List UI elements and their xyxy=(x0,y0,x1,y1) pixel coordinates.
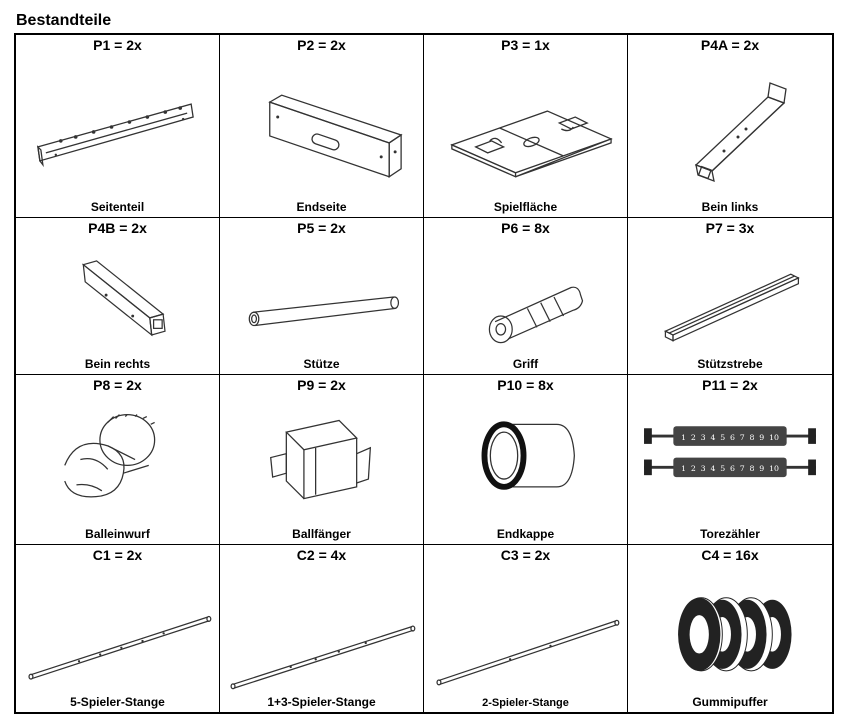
playfield-icon xyxy=(450,110,613,178)
part-cell-p4b: P4B = 2x Bein rechts xyxy=(16,218,220,375)
section-heading: Bestandteile xyxy=(16,12,112,29)
part-cell-p10: P10 = 8x Endkappe xyxy=(424,375,628,545)
svg-text:6: 6 xyxy=(730,433,735,442)
part-label: 2-Spieler-Stange xyxy=(482,697,569,709)
counter-row: 1 2 3 4 5 6 7 8 9 10 xyxy=(644,457,816,478)
counter-digits: 1 2 3 4 5 6 7 8 9 10 xyxy=(681,433,779,442)
part-label: 5-Spieler-Stange xyxy=(70,695,165,709)
part-code: P6 = 8x xyxy=(501,220,550,236)
part-cell-c1: C1 = 2x 5-Spieler-Stange xyxy=(16,545,220,712)
part-label: Stützstrebe xyxy=(697,357,763,371)
part-label: Gummipuffer xyxy=(692,695,768,709)
svg-text:7: 7 xyxy=(740,433,745,442)
svg-text:4: 4 xyxy=(710,464,715,473)
svg-text:8: 8 xyxy=(750,464,755,473)
ball-inlet-icon xyxy=(64,413,156,498)
part-code: P4B = 2x xyxy=(88,220,147,236)
leg-right-icon xyxy=(81,260,166,337)
rod-icon xyxy=(230,625,416,690)
svg-text:5: 5 xyxy=(720,464,725,473)
svg-text:3: 3 xyxy=(701,433,706,442)
part-code: P10 = 8x xyxy=(497,377,554,393)
svg-text:1: 1 xyxy=(681,464,686,473)
part-cell-p9: P9 = 2x Ballfänger xyxy=(220,375,424,545)
part-code: P2 = 2x xyxy=(297,37,346,53)
rod-icon xyxy=(436,619,620,686)
end-cap-icon xyxy=(481,421,575,490)
part-label: Griff xyxy=(512,357,539,371)
part-cell-p4a: P4A = 2x Bein links xyxy=(628,35,832,218)
part-cell-p6: P6 = 8x Griff xyxy=(424,218,628,375)
part-cell-p2: P2 = 2x Endseite xyxy=(220,35,424,218)
part-label: Torezähler xyxy=(700,527,760,541)
part-code: C1 = 2x xyxy=(92,547,143,563)
svg-text:9: 9 xyxy=(759,433,764,442)
svg-text:2: 2 xyxy=(691,433,696,442)
part-label: Spielfläche xyxy=(493,200,558,214)
svg-text:2: 2 xyxy=(691,464,696,473)
part-code: P11 = 2x xyxy=(702,377,758,393)
part-cell-c4: C4 = 16x Gummipuffer xyxy=(628,545,832,712)
support-strut-icon xyxy=(663,273,800,342)
part-code: P3 = 1x xyxy=(501,37,550,53)
part-cell-p3: P3 = 1x Spielfläche xyxy=(424,35,628,218)
svg-text:6: 6 xyxy=(730,464,735,473)
part-code: P7 = 3x xyxy=(705,220,755,236)
part-label: Ballfänger xyxy=(292,527,351,541)
part-code: P1 = 2x xyxy=(93,37,142,53)
svg-text:5: 5 xyxy=(720,433,725,442)
ball-catcher-icon xyxy=(270,419,372,500)
part-code: P9 = 2x xyxy=(297,377,346,393)
svg-text:4: 4 xyxy=(710,433,715,442)
rubber-buffer-icon xyxy=(678,597,792,672)
part-label: Balleinwurf xyxy=(85,527,150,541)
part-label: Endkappe xyxy=(496,527,555,541)
svg-text:3: 3 xyxy=(701,464,706,473)
svg-text:8: 8 xyxy=(750,433,755,442)
part-cell-p5: P5 = 2x Stütze xyxy=(220,218,424,375)
part-label: 1+3-Spieler-Stange xyxy=(267,695,376,709)
handle-icon xyxy=(488,286,584,344)
svg-text:10: 10 xyxy=(769,464,779,473)
part-cell-p8: P8 = 2x Balleinwurf xyxy=(16,375,220,545)
end-panel-icon xyxy=(268,94,403,178)
part-code: P4A = 2x xyxy=(700,37,760,53)
part-code: C2 = 4x xyxy=(296,547,347,563)
score-counter-icon: 1 2 3 4 5 6 7 8 9 10 1 xyxy=(644,426,816,478)
parts-grid: P1 = 2x Seitenteil P2 = 2x Endseite xyxy=(14,33,834,714)
rod-icon xyxy=(28,615,212,680)
part-label: Bein links xyxy=(701,200,759,214)
part-label: Seitenteil xyxy=(90,200,145,214)
counter-digits: 1 2 3 4 5 6 7 8 9 10 xyxy=(681,464,779,473)
part-code: C4 = 16x xyxy=(701,547,759,563)
part-label: Stütze xyxy=(303,357,340,371)
part-cell-p11: P11 = 2x 1 2 3 4 5 6 7 8 9 10 xyxy=(628,375,832,545)
counter-row: 1 2 3 4 5 6 7 8 9 10 xyxy=(644,426,816,446)
leg-left-icon xyxy=(694,82,787,183)
part-code: P8 = 2x xyxy=(93,377,142,393)
svg-text:9: 9 xyxy=(759,464,764,473)
part-cell-c3: C3 = 2x 2-Spieler-Stange xyxy=(424,545,628,712)
part-label: Endseite xyxy=(296,200,347,214)
part-cell-p1: P1 = 2x Seitenteil xyxy=(16,35,220,218)
part-cell-c2: C2 = 4x 1+3-Spieler-Stange xyxy=(220,545,424,712)
svg-text:1: 1 xyxy=(681,433,686,442)
part-cell-p7: P7 = 3x Stützstrebe xyxy=(628,218,832,375)
svg-text:7: 7 xyxy=(740,464,745,473)
svg-text:10: 10 xyxy=(769,433,779,442)
side-panel-icon xyxy=(36,103,194,168)
part-code: C3 = 2x xyxy=(500,547,551,563)
support-tube-icon xyxy=(248,296,400,327)
part-label: Bein rechts xyxy=(84,357,151,371)
part-code: P5 = 2x xyxy=(297,220,346,236)
